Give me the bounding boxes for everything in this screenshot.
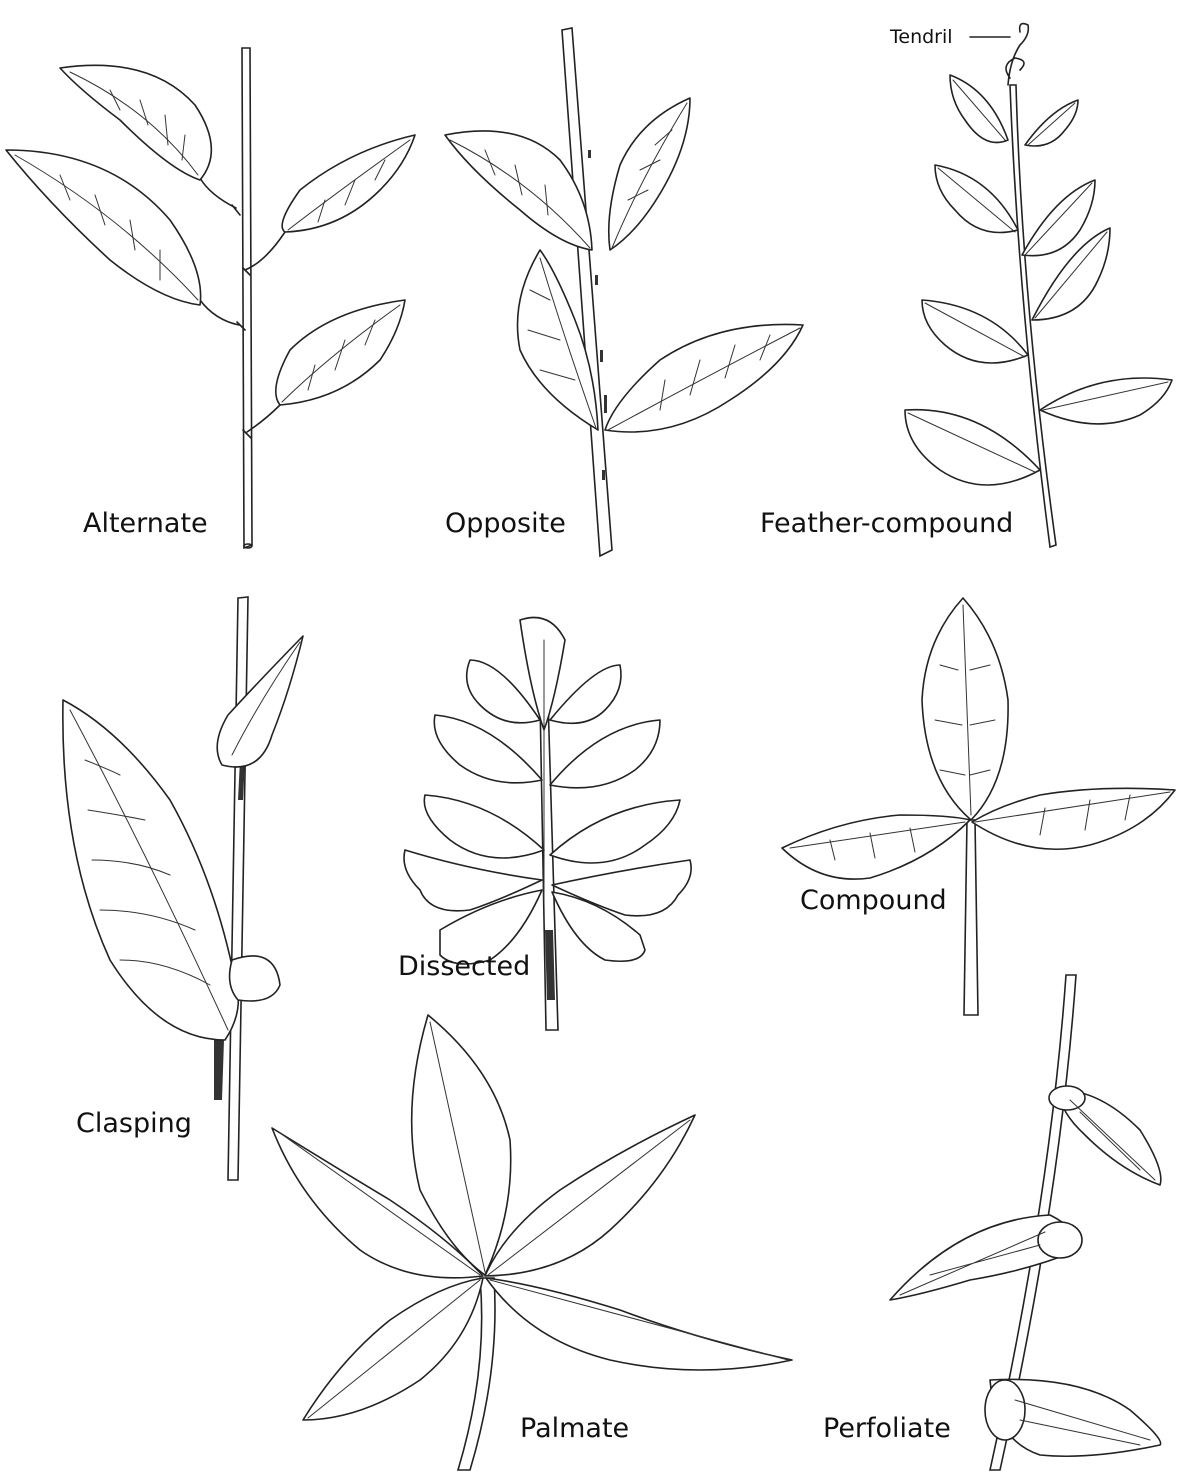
leaflet bbox=[972, 788, 1175, 849]
palmate-illustration bbox=[272, 1015, 792, 1470]
leaf bbox=[63, 700, 239, 1040]
label-compound: Compound bbox=[800, 887, 947, 914]
leaf-segment bbox=[550, 720, 660, 788]
label-perfoliate: Perfoliate bbox=[823, 1415, 951, 1442]
leaf bbox=[6, 150, 201, 305]
leaflet bbox=[935, 165, 1018, 233]
opposite-illustration bbox=[445, 28, 803, 556]
label-dissected: Dissected bbox=[398, 953, 530, 980]
label-alternate: Alternate bbox=[83, 510, 208, 537]
leaflet bbox=[485, 1115, 695, 1276]
leaflet bbox=[1040, 378, 1172, 424]
leaflet bbox=[922, 598, 1008, 820]
leaf bbox=[282, 135, 415, 232]
label-tendril: Tendril bbox=[890, 28, 953, 47]
feather-compound-illustration bbox=[905, 24, 1172, 547]
label-feather-compound: Feather-compound bbox=[760, 510, 1013, 537]
label-opposite: Opposite bbox=[445, 510, 566, 537]
clasping-illustration bbox=[63, 597, 303, 1180]
leaflet bbox=[486, 1278, 792, 1370]
label-palmate: Palmate bbox=[520, 1415, 629, 1442]
alternate-illustration bbox=[6, 48, 415, 548]
clasping-lobe bbox=[230, 956, 280, 1001]
leaflet bbox=[950, 75, 1008, 143]
leaflet bbox=[782, 815, 970, 879]
label-clasping: Clasping bbox=[76, 1110, 192, 1137]
perfoliate-illustration bbox=[890, 975, 1161, 1470]
compound-illustration bbox=[782, 598, 1175, 1015]
